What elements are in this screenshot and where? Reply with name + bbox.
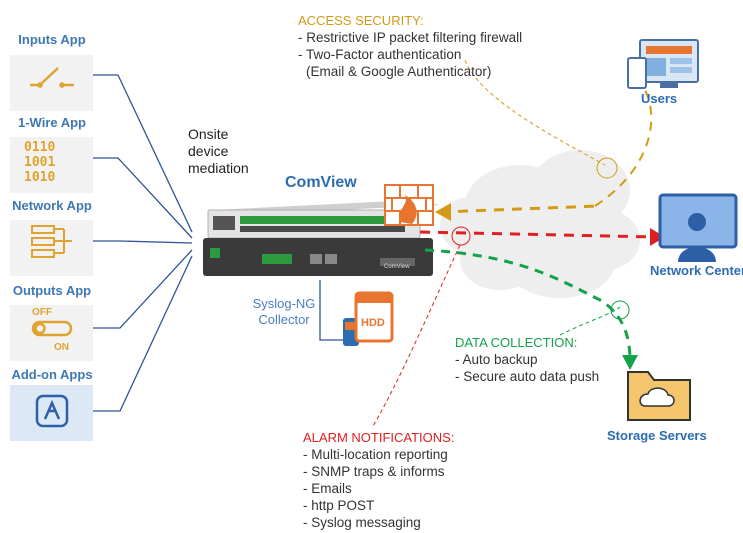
alarm-notifications-item: - http POST — [303, 498, 375, 513]
mediation-label: Onsite device mediation — [188, 126, 249, 176]
firewall-icon — [384, 184, 434, 226]
app-label-1wire: 1-Wire App — [17, 115, 86, 130]
app-connectors — [93, 74, 345, 412]
syslog-label: Syslog-NG Collector — [252, 296, 316, 327]
app-tile-outputs[interactable]: OFF ON — [10, 305, 93, 361]
access-security-item: (Email & Google Authenticator) — [306, 64, 492, 79]
device-brand-text: ComView — [384, 264, 410, 270]
access-security-item: - Two-Factor authentication — [298, 47, 462, 62]
hdd-label: HDD — [361, 317, 385, 329]
toggle-on-label: ON — [54, 342, 69, 353]
alarm-notifications-item: - Emails — [303, 481, 352, 496]
toggle-off-label: OFF — [32, 307, 52, 318]
app-tile-addon[interactable] — [10, 385, 93, 441]
access-security-header: ACCESS SECURITY: — [298, 13, 424, 28]
alarm-notifications-item: - Syslog messaging — [303, 515, 421, 530]
app-tile-inputs[interactable] — [10, 55, 93, 111]
users-label: Users — [641, 91, 678, 106]
app-tile-network[interactable] — [10, 220, 93, 276]
cloud-graphic — [440, 150, 640, 298]
data-collection-item: - Secure auto data push — [455, 369, 600, 384]
dashed-flows — [371, 59, 665, 429]
app-label-outputs: Outputs App — [12, 283, 92, 298]
access-security-item: - Restrictive IP packet filtering firewa… — [298, 30, 523, 45]
app-label-addon: Add-on Apps — [11, 367, 93, 382]
data-collection-header: DATA COLLECTION: — [455, 335, 578, 350]
alarm-notifications-block: ALARM NOTIFICATIONS: - Multi-location re… — [303, 429, 454, 531]
network-center-icon — [658, 193, 738, 262]
storage-servers-icon — [627, 371, 691, 421]
alarm-notifications-item: - Multi-location reporting — [303, 447, 448, 462]
comview-device — [203, 200, 440, 276]
users-icon — [627, 39, 699, 89]
alarm-notifications-header: ALARM NOTIFICATIONS: — [303, 430, 455, 445]
network-center-label: Network Center — [650, 263, 743, 278]
data-collection-block: DATA COLLECTION: - Auto backup - Secure … — [455, 334, 599, 385]
data-collection-item: - Auto backup — [455, 352, 538, 367]
storage-servers-label: Storage Servers — [607, 428, 707, 443]
access-security-block: ACCESS SECURITY: - Restrictive IP packet… — [298, 12, 522, 80]
hdd-icon — [343, 291, 394, 346]
device-title: ComView — [285, 174, 357, 191]
app-label-inputs: Inputs App — [18, 32, 86, 47]
app-label-network: Network App — [12, 198, 92, 213]
alarm-notifications-item: - SNMP traps & informs — [303, 464, 445, 479]
